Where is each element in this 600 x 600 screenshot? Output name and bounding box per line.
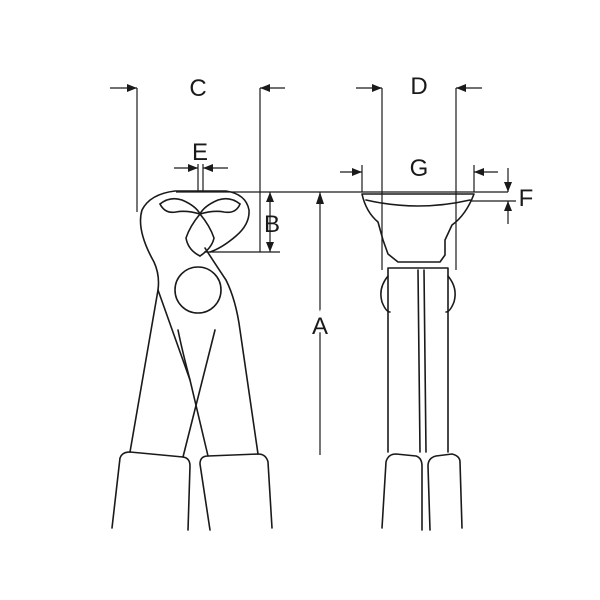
right-handle-grip <box>199 453 273 531</box>
pivot-rivet <box>174 266 222 314</box>
label-a: A <box>312 313 328 340</box>
dimension-labels: C D E G F B A <box>189 73 534 343</box>
left-handle-grip <box>111 451 191 531</box>
dimension-lines <box>110 84 516 455</box>
label-e: E <box>192 139 208 166</box>
side-head-inner <box>365 199 471 207</box>
side-grip-right <box>427 453 463 531</box>
jaw-cutting-edge <box>159 203 241 215</box>
side-grip-left <box>381 453 423 531</box>
side-head <box>361 193 475 263</box>
side-shank <box>387 267 449 453</box>
jaw-inner-left <box>159 197 201 257</box>
label-d: D <box>410 73 427 100</box>
label-g: G <box>410 155 429 182</box>
crossing-shank <box>157 289 191 381</box>
right-arm <box>177 190 259 457</box>
front-view <box>111 190 273 531</box>
label-f: F <box>519 185 534 212</box>
side-view <box>361 193 475 531</box>
label-c: C <box>189 75 206 102</box>
label-b: B <box>264 211 280 238</box>
left-arm <box>129 190 216 458</box>
